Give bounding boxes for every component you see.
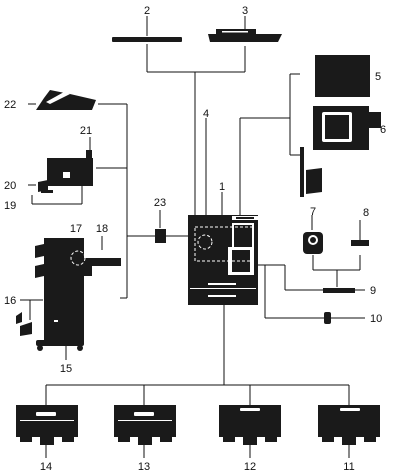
label-13: 13 — [138, 461, 150, 473]
small-tray — [16, 312, 32, 336]
connection-lines — [45, 44, 361, 405]
mount-bar — [323, 288, 355, 293]
label-18: 18 — [96, 223, 108, 235]
label-11: 11 — [343, 461, 354, 473]
working-table — [315, 55, 370, 97]
side-keyboard — [300, 147, 322, 197]
mount-kit — [155, 229, 166, 243]
label-15: 15 — [60, 363, 72, 375]
authentication-unit — [303, 232, 323, 254]
callout-labels: 2 3 4 1 5 6 7 8 9 10 23 22 21 20 19 17 1… — [4, 5, 386, 473]
label-20: 20 — [4, 180, 16, 192]
label-23: 23 — [154, 197, 166, 209]
label-3: 3 — [242, 5, 248, 17]
label-21: 21 — [80, 125, 92, 137]
usb-unit — [324, 312, 331, 324]
cabinet-11 — [318, 405, 380, 445]
label-17: 17 — [70, 223, 82, 235]
label-2: 2 — [144, 5, 150, 17]
label-12: 12 — [244, 461, 256, 473]
option-unit-6 — [313, 106, 381, 150]
card-reader — [351, 240, 369, 246]
label-9: 9 — [370, 285, 376, 297]
label-14: 14 — [40, 461, 52, 473]
finisher — [35, 238, 121, 351]
label-8: 8 — [363, 207, 369, 219]
output-tray-22 — [36, 90, 96, 110]
cabinet-14 — [16, 405, 78, 445]
cabinet-12 — [219, 405, 281, 445]
main-unit — [188, 215, 258, 305]
label-16: 16 — [4, 295, 16, 307]
original-cover — [112, 37, 182, 42]
label-7: 7 — [310, 206, 316, 218]
cabinet-13 — [114, 405, 176, 445]
label-22: 22 — [4, 99, 16, 111]
inner-finisher — [38, 150, 93, 193]
label-5: 5 — [375, 71, 381, 83]
label-19: 19 — [4, 200, 16, 212]
document-feeder — [208, 29, 282, 42]
label-6: 6 — [380, 124, 386, 136]
label-10: 10 — [370, 313, 382, 325]
label-4: 4 — [203, 108, 209, 120]
label-1: 1 — [219, 181, 225, 193]
